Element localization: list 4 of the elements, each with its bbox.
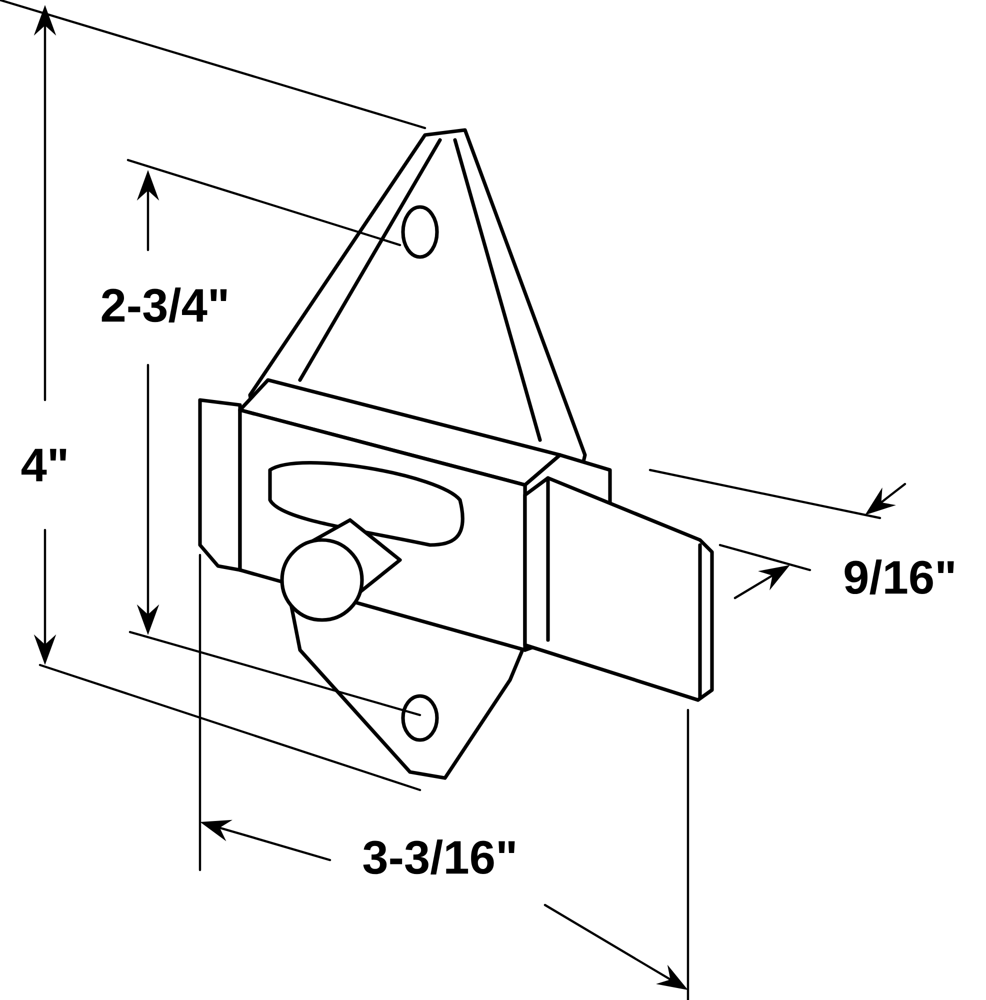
- dimension-label: 2-3/4": [102, 288, 227, 323]
- dimension-label: 9/16": [844, 560, 954, 595]
- dimension-label: 4": [21, 448, 66, 482]
- dimension-label: 3-3/16": [363, 839, 515, 875]
